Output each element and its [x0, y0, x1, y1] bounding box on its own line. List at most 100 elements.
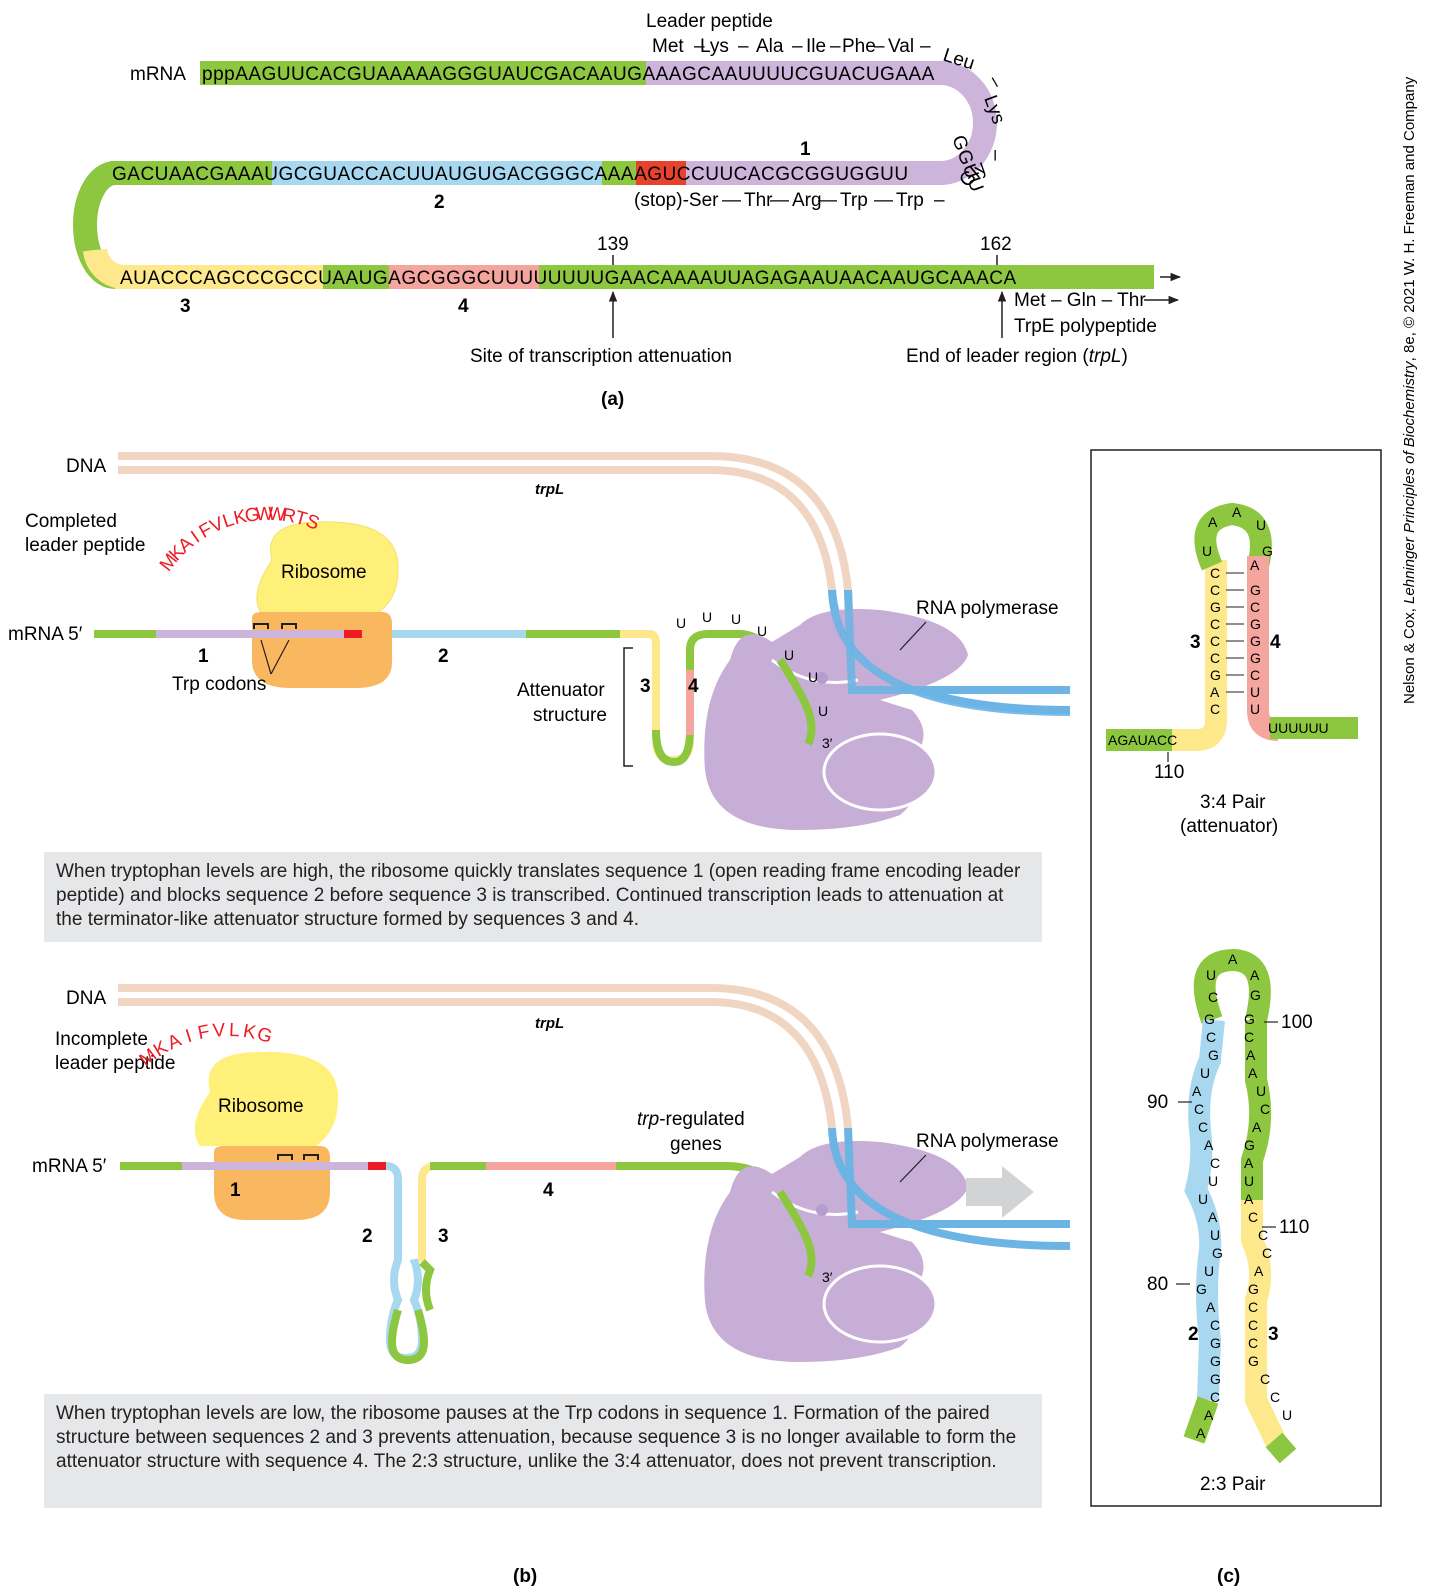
tail-u-1: U — [784, 647, 794, 663]
dna-template-bottom — [844, 1127, 1070, 1228]
pair34-left-1: C — [1210, 565, 1220, 581]
pair23-pos100: 100 — [1281, 1012, 1313, 1033]
pair34-right-7: C — [1250, 667, 1260, 683]
pair23-right-6: C — [1260, 1101, 1270, 1117]
segment-3-bottom: 3 — [438, 1226, 449, 1247]
trp-codon-bracket-4 — [303, 1154, 319, 1160]
completed-peptide-aa-10: W — [255, 504, 274, 525]
leader-aa-row2-3: Arg — [792, 190, 822, 211]
pair34-left-9: C — [1210, 701, 1220, 717]
leader-aa-2: Lys — [700, 36, 729, 57]
dna-strand-bottom — [118, 466, 836, 591]
pair-23: 100 90 110 80 2 3 UAAGCGCGUACCACUUAUGUGA… — [1147, 948, 1313, 1495]
ribosome-label-bottom: Ribosome — [218, 1096, 304, 1117]
ribosome2-large-subunit — [194, 1051, 339, 1146]
pair23-left-5: A — [1192, 1083, 1202, 1099]
row3-green-seq: UAAU — [318, 268, 373, 289]
pair34-loop-3: A — [1232, 504, 1242, 520]
pair23-right-1: G — [1244, 1011, 1255, 1027]
pair23-right-2: C — [1244, 1029, 1254, 1045]
tail-u-3: U — [818, 703, 828, 719]
panel-a-label: (a) — [601, 389, 624, 410]
mrna-stop-over — [344, 630, 362, 638]
tail-u-2: U — [808, 669, 818, 685]
trp-codon-bracket-3 — [277, 1154, 293, 1160]
pair23-pos90: 90 — [1147, 1092, 1168, 1113]
leader-peptide-title: Leader peptide — [646, 11, 773, 32]
panel-c-label: (c) — [1217, 1566, 1240, 1587]
three-prime-bottom: 3′ — [822, 1269, 833, 1285]
hairpin-seq3-b — [418, 1162, 437, 1262]
leader-aa-row2-dash-3: — — [818, 190, 837, 211]
loop-u-2: U — [702, 609, 712, 625]
row2-purple-bar — [686, 161, 944, 185]
transcription-direction-arrow — [966, 1166, 1034, 1218]
mrna-label-top: mRNA 5′ — [8, 624, 83, 645]
segment-2-bottom: 2 — [362, 1226, 373, 1247]
trpe-peptide: Met – Gln – Thr — [1014, 290, 1146, 311]
panel-c: AGAUACC UUUUUU 110 3 4 UAAUGCCGCCCGACAGC… — [1090, 449, 1382, 1587]
pair23-right-22: C — [1270, 1389, 1280, 1405]
pair23-right-12: C — [1248, 1209, 1258, 1225]
regulated-trp: trp — [637, 1109, 659, 1130]
incomplete-peptide-aa-8: K — [242, 1021, 258, 1044]
leader-aa-dash-6: – — [920, 36, 931, 57]
pair34-right-6: G — [1250, 650, 1261, 666]
pair34-seg3: 3 — [1190, 632, 1201, 653]
leader-aa-row2-dash-2: — — [770, 190, 789, 211]
incomplete-label-2: leader peptide — [55, 1053, 175, 1074]
pair23-left-10: U — [1208, 1173, 1218, 1189]
pair23-left-9: C — [1210, 1155, 1220, 1171]
caption-low-trp: When tryptophan levels are low, the ribo… — [44, 1394, 1042, 1508]
pair23-right-16: G — [1248, 1281, 1259, 1297]
pair23-left-12: A — [1208, 1209, 1218, 1225]
position-139: 139 — [597, 234, 629, 255]
pair23-right-21: C — [1260, 1371, 1270, 1387]
incomplete-label-1: Incomplete — [55, 1029, 148, 1050]
segment-4-bottom: 4 — [543, 1180, 554, 1201]
pair23-left-2: C — [1206, 1029, 1216, 1045]
pair23-right-7: A — [1252, 1119, 1262, 1135]
polymerase-pointer-top — [899, 621, 927, 651]
incomplete-peptide-aa-9: G — [254, 1024, 274, 1048]
pair34-pos110: 110 — [1154, 762, 1184, 783]
segment-2-top: 2 — [438, 646, 449, 667]
pair34-loop-5: G — [1262, 543, 1273, 559]
mrna-label-bottom: mRNA 5′ — [32, 1156, 107, 1177]
panel-b-label: (b) — [513, 1566, 537, 1587]
row1-purple-seq: AUGAAAGCAAUUUUCGUACUGAAA — [600, 64, 935, 85]
completed-peptide-aa-9: G — [244, 504, 261, 527]
segment-3-top: 3 — [640, 676, 651, 697]
pair23-right-4: A — [1248, 1065, 1258, 1081]
row2-blue-seq: GUACCACUUAUGUGACGGGCA — [308, 164, 608, 185]
leader-aa-row2-dash-4: — — [874, 190, 893, 211]
leader-aa-row2-dash-1: — — [722, 190, 741, 211]
row1-purple-bar — [646, 61, 946, 85]
pair34-left-6: C — [1210, 650, 1220, 666]
row2-red-bar — [636, 161, 686, 185]
panel-c-frame — [1090, 449, 1382, 1507]
completed-peptide-aa-12: R — [280, 505, 297, 528]
row2-purple-seq: CCUUCACGCGGUGGUU — [677, 164, 909, 185]
attenuation-site-label: Site of transcription attenuation — [470, 346, 732, 367]
pair23-pos80: 80 — [1147, 1274, 1168, 1295]
pair23-left-20: G — [1210, 1353, 1221, 1369]
trpe-label: TrpE polypeptide — [1014, 316, 1157, 337]
right-curve — [939, 61, 997, 185]
mrna2-green-3 — [430, 1162, 486, 1170]
ppp-cap: ppp — [202, 64, 235, 85]
panel-b-top: DNA trpL Ribosome Trp codons mRNA 5′ 1 2… — [8, 452, 1071, 830]
hairpin2-loop — [387, 1308, 429, 1365]
dna-label-top: DNA — [66, 456, 106, 477]
pair23-right-14: C — [1262, 1245, 1272, 1261]
pair23-bases: UAAGCGCGUACCACUUAUGUGACGGGCAAGCAAUCAGAUA… — [1192, 951, 1292, 1441]
pair23-loop-5: C — [1208, 989, 1218, 1005]
row2-red-seq: AGU — [634, 164, 677, 185]
leader-end-gene: trpL — [1089, 346, 1122, 367]
segment-1-bottom: 1 — [230, 1180, 241, 1201]
pair23-right-8: G — [1244, 1137, 1255, 1153]
trp-codons-label: Trp codons — [172, 674, 266, 695]
pair23-left-11: U — [1198, 1191, 1208, 1207]
mrna-green-1 — [94, 630, 156, 638]
pair34-right-3: C — [1250, 599, 1260, 615]
